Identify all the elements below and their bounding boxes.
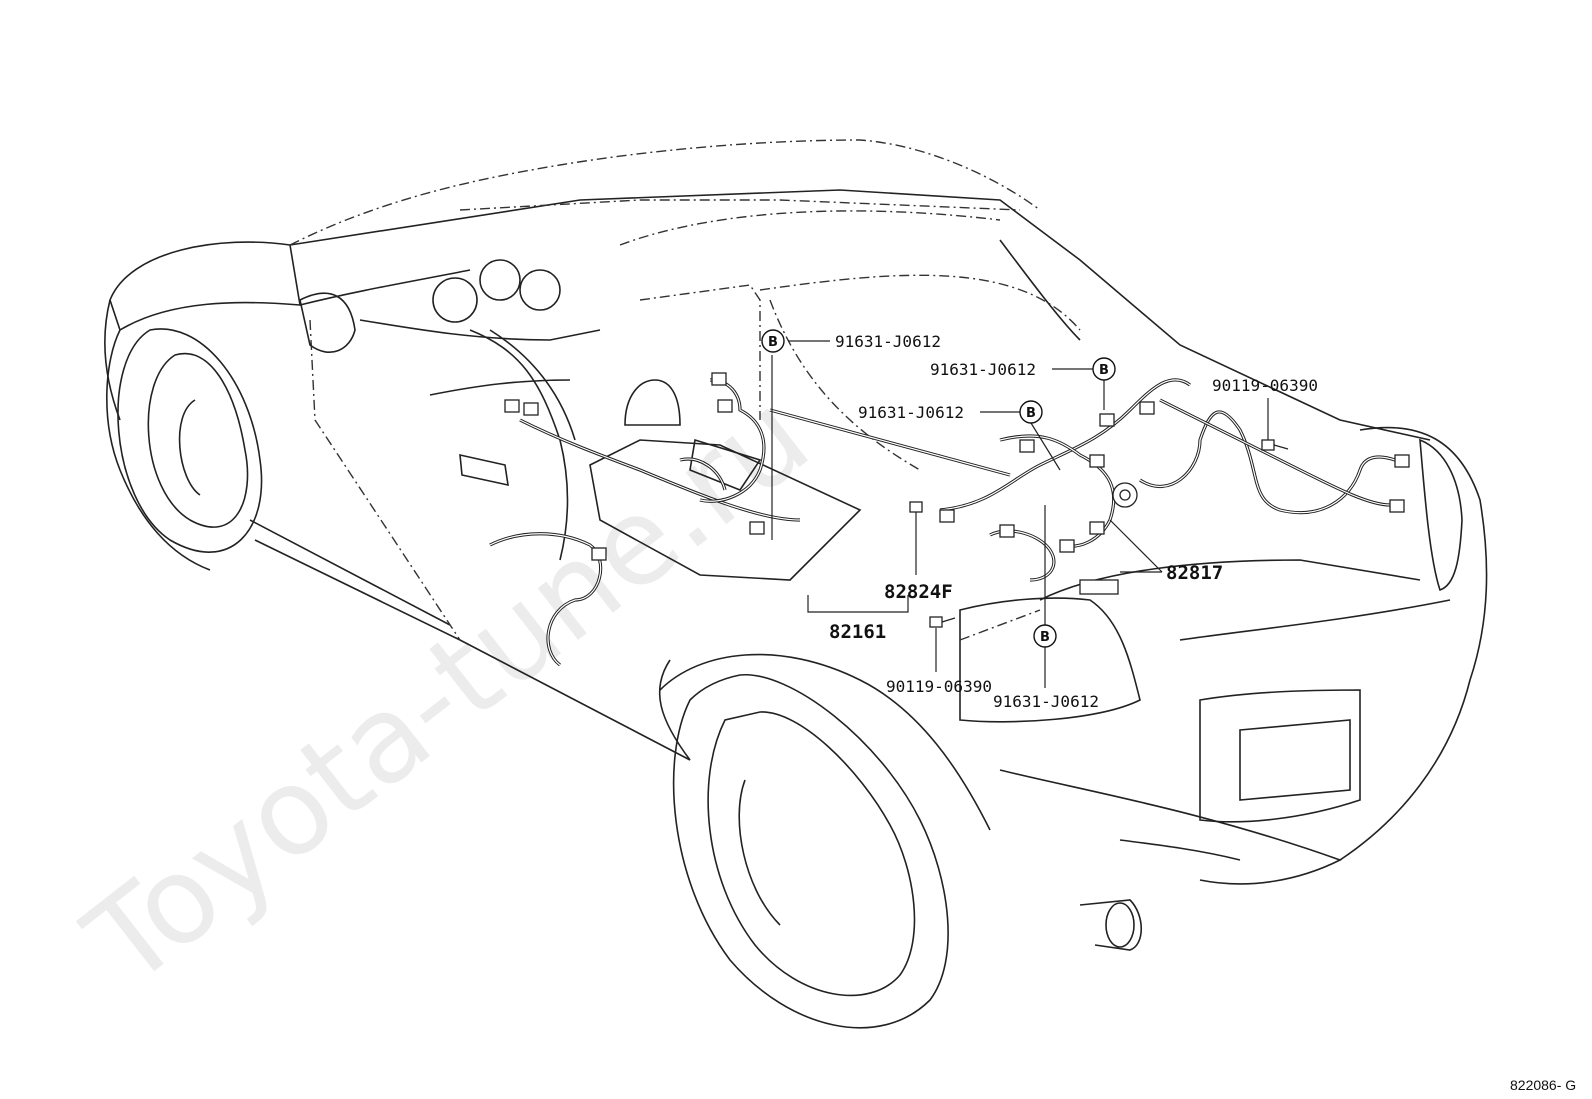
badge-letter: B bbox=[1099, 363, 1109, 378]
connector bbox=[1059, 539, 1075, 553]
grommet bbox=[1119, 489, 1131, 501]
bolt-icon bbox=[1261, 439, 1289, 451]
connector bbox=[1394, 454, 1410, 468]
badge-b bbox=[761, 329, 785, 353]
connector bbox=[999, 524, 1015, 538]
callout-82161: 82161 bbox=[807, 595, 909, 643]
connector bbox=[1389, 499, 1405, 513]
connector bbox=[1079, 579, 1119, 595]
connector bbox=[1139, 401, 1155, 415]
connector bbox=[717, 399, 733, 413]
badge-b bbox=[1092, 357, 1116, 381]
connector bbox=[1019, 439, 1035, 453]
part-number: 90119-06390 bbox=[886, 677, 992, 696]
connector bbox=[1089, 521, 1105, 535]
badge-b bbox=[1033, 624, 1057, 648]
part-number: 82161 bbox=[829, 621, 886, 643]
badge-b bbox=[1019, 400, 1043, 424]
callout-82824f: 82824F bbox=[884, 501, 953, 603]
callout-82817: 82817 bbox=[1109, 519, 1223, 584]
badge-letter: B bbox=[768, 335, 778, 350]
connector bbox=[523, 402, 539, 416]
watermark: Toyota-tune.ru bbox=[61, 367, 834, 1013]
badge-letter: B bbox=[1026, 406, 1036, 421]
part-number: 91631-J0612 bbox=[858, 403, 964, 422]
connector bbox=[1099, 413, 1115, 427]
connectors bbox=[504, 372, 1410, 595]
part-number: 91631-J0612 bbox=[930, 360, 1036, 379]
callout-91631-mid: B 91631-J0612 bbox=[858, 400, 1061, 471]
connector bbox=[711, 372, 727, 386]
callout-90119-bottom: 90119-06390 bbox=[886, 628, 992, 696]
badge-letter: B bbox=[1040, 630, 1050, 645]
connector bbox=[939, 509, 955, 523]
part-number: 82824F bbox=[884, 581, 953, 603]
part-number: 91631-J0612 bbox=[835, 332, 941, 351]
figure-code: 822086- G bbox=[1510, 1077, 1576, 1093]
clip-icon bbox=[909, 501, 923, 513]
car-body-outline bbox=[104, 139, 1488, 1029]
part-number: 90119-06390 bbox=[1212, 376, 1318, 395]
connector bbox=[591, 547, 607, 561]
part-number: 82817 bbox=[1166, 562, 1223, 584]
callout-91631-bottom: B 91631-J0612 bbox=[993, 505, 1099, 711]
callout-91631-top: B 91631-J0612 bbox=[761, 329, 941, 540]
bolt-icon bbox=[929, 616, 956, 628]
connector bbox=[504, 399, 520, 413]
connector bbox=[1089, 454, 1105, 468]
callout-90119-right: 90119-06390 bbox=[1212, 376, 1318, 440]
connector bbox=[749, 521, 765, 535]
wire-harness bbox=[489, 378, 1396, 667]
callout-91631-right: B 91631-J0612 bbox=[930, 357, 1116, 410]
part-number: 91631-J0612 bbox=[993, 692, 1099, 711]
